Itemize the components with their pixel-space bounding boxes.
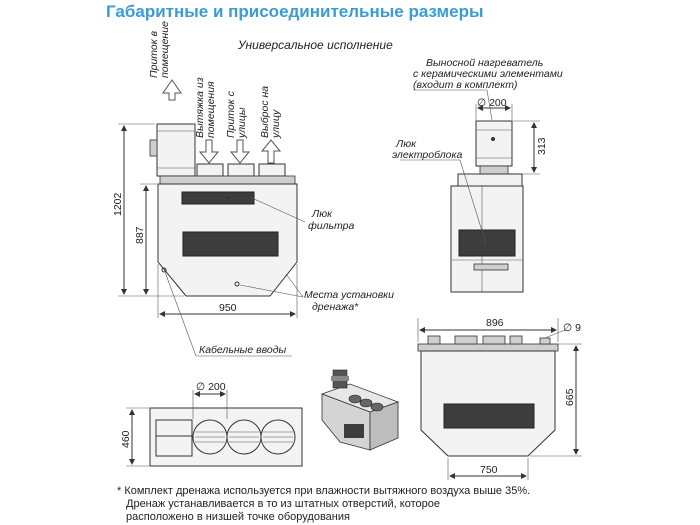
label-supply-street: Приток с улицы [225,88,248,139]
label-cable-inlets: Кабельные вводы [199,344,287,356]
label-supply-room: Приток в помещение [148,21,171,78]
arrow-up-icon [162,79,182,101]
dim-side-bottom-width: 750 [480,464,498,476]
dim-top-depth: 460 [120,430,132,448]
page-subtitle: Универсальное исполнение [237,38,393,52]
dim-mount-hole: ∅ 9 [563,322,581,334]
leader-heater [486,89,493,121]
footnote: * Комплект дренажа используется при влаж… [117,485,533,523]
page-title: Габаритные и присоединительные размеры [106,2,483,21]
dim-side-height: 665 [564,388,576,406]
drain-hole-left [161,267,167,273]
arrow-down-icon [229,139,251,164]
leader-filter [251,197,306,223]
dim-950: 950 [219,302,237,314]
electro-panel [458,229,516,257]
dim-heater-diameter: ∅ 200 [477,97,507,109]
top-flange [159,175,296,185]
top-view: ∅ 200 460 [120,381,303,467]
heater-body [475,120,513,167]
label-electro-hatch: Люк электроблока [392,138,462,161]
label-drain-places: Места установки дренажа* [304,289,397,313]
mount-rail [417,343,559,352]
duct-clamp [149,139,158,157]
side-view: 896 ∅ 9 665 750 [417,317,582,480]
label-filter-hatch: Люк фильтра [308,208,355,232]
heater-view: ∅ 200 313 Выносной нагреватель с керамич… [392,57,566,293]
spigot-supply-street [227,163,255,177]
top-duct [156,123,196,177]
leader-electro [459,159,487,245]
spigot-exhaust-street [258,163,286,177]
dim-887: 887 [134,226,146,244]
bottom-panel [443,403,535,429]
dim-top-diameter: ∅ 200 [196,381,226,393]
arrow-down-icon [198,139,220,164]
label-heater: Выносной нагреватель с керамическими эле… [413,57,566,91]
front-view: Приток в помещение Вытяжка из помещения … [112,21,397,357]
top-duct-square [155,419,193,457]
label-exhaust-room: Вытяжка из помещения [194,74,217,138]
filter-hatch-slot [181,191,255,205]
front-panel [182,231,279,257]
leader-cable [164,271,197,357]
leader-drain [239,284,304,298]
isometric-view [320,369,400,451]
dim-side-width: 896 [486,317,504,329]
label-exhaust-street: Выброс на улицу [259,83,282,139]
drain-hole-center [234,281,240,287]
arrow-up-icon [260,139,282,164]
spigot-exhaust-room [196,163,224,177]
dim-heater-height: 313 [536,137,548,155]
dim-1202: 1202 [112,192,124,216]
